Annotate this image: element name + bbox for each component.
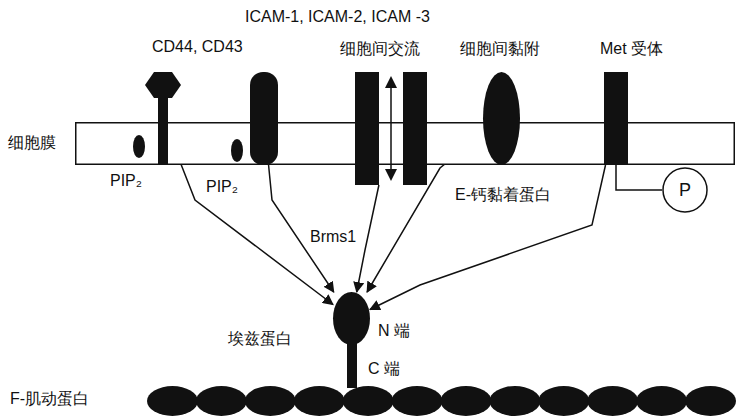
protein-stem (158, 96, 168, 165)
actin-monomer (587, 386, 638, 416)
label-text: 细胞间黏附 (460, 40, 540, 58)
pip2-lipid-outline (231, 139, 243, 162)
e-cadherin-outline (483, 72, 520, 165)
actin-monomer (343, 386, 394, 416)
ezrin-n-terminal-outline (333, 292, 370, 345)
ezrin-c-terminal-stem (347, 343, 357, 388)
junction-bar (403, 72, 427, 185)
ezrin-n-terminal: N 端C 端埃兹蛋白 (333, 292, 370, 345)
rounded-bar (250, 72, 278, 165)
junction-bar (355, 72, 379, 185)
f-actin-filament: F-肌动蛋白 (148, 386, 735, 416)
label-text: N 端 (378, 322, 410, 340)
label-text: 细胞膜 (8, 134, 56, 152)
actin-monomer (294, 386, 345, 416)
actin-monomer (538, 386, 589, 416)
e-cadherin: 细胞间黏附E-钙黏着蛋白 (483, 72, 520, 165)
actin-monomer (441, 386, 492, 416)
actin-monomer (147, 386, 198, 416)
actin-monomer (196, 386, 247, 416)
label-text: P (662, 167, 708, 213)
arrow-head (385, 76, 397, 88)
label-text: CD44, CD43 (152, 38, 243, 56)
pip2-lipid: PIP₂ (133, 135, 145, 158)
shape-ellipse (231, 139, 243, 162)
pip2-lipid-outline (133, 135, 145, 158)
connector-arrow (357, 185, 379, 292)
icam-protein: ICAM-1, ICAM-2, ICAM -3 (250, 72, 278, 165)
actin-monomer (245, 386, 296, 416)
circle-outline (663, 168, 707, 212)
icam-protein-outline (250, 72, 278, 165)
brms1-junction: 细胞间交流Brms1 (355, 72, 427, 185)
actin-monomer (685, 386, 736, 416)
label-text: PIP₂ (110, 172, 142, 190)
receptor-bar (604, 72, 628, 165)
actin-monomer (489, 386, 540, 416)
brms1-junction-outline (355, 72, 427, 185)
pip2-lipid: PIP₂ (231, 139, 243, 162)
double-arrow-line (390, 86, 392, 171)
label-text: F-肌动蛋白 (10, 390, 89, 408)
label-text: E-钙黏着蛋白 (455, 186, 551, 204)
label-text: PIP₂ (206, 178, 238, 196)
connector-arrow (616, 165, 662, 190)
label-text: C 端 (368, 360, 400, 378)
cd44-protein-outline (145, 72, 181, 165)
met-receptor: Met 受体 (604, 72, 628, 165)
met-receptor-outline (604, 72, 628, 165)
shape-ellipse (133, 135, 145, 158)
connector-arrow (370, 165, 606, 309)
phosphate-circle: P (662, 167, 708, 213)
label-text: Met 受体 (600, 40, 663, 58)
shape-ellipse (483, 72, 520, 165)
cd44-protein: CD44, CD43 (145, 72, 181, 165)
label-text: 细胞间交流 (340, 40, 420, 58)
label-text: ICAM-1, ICAM-2, ICAM -3 (245, 8, 430, 26)
arrow-head (385, 169, 397, 181)
label-text: 埃兹蛋白 (228, 330, 292, 348)
hexagon-head (145, 72, 181, 98)
shape-ellipse (333, 292, 370, 345)
actin-monomer (392, 386, 443, 416)
f-actin-filament-outline (148, 386, 735, 416)
label-text: Brms1 (310, 228, 356, 246)
actin-monomer (636, 386, 687, 416)
